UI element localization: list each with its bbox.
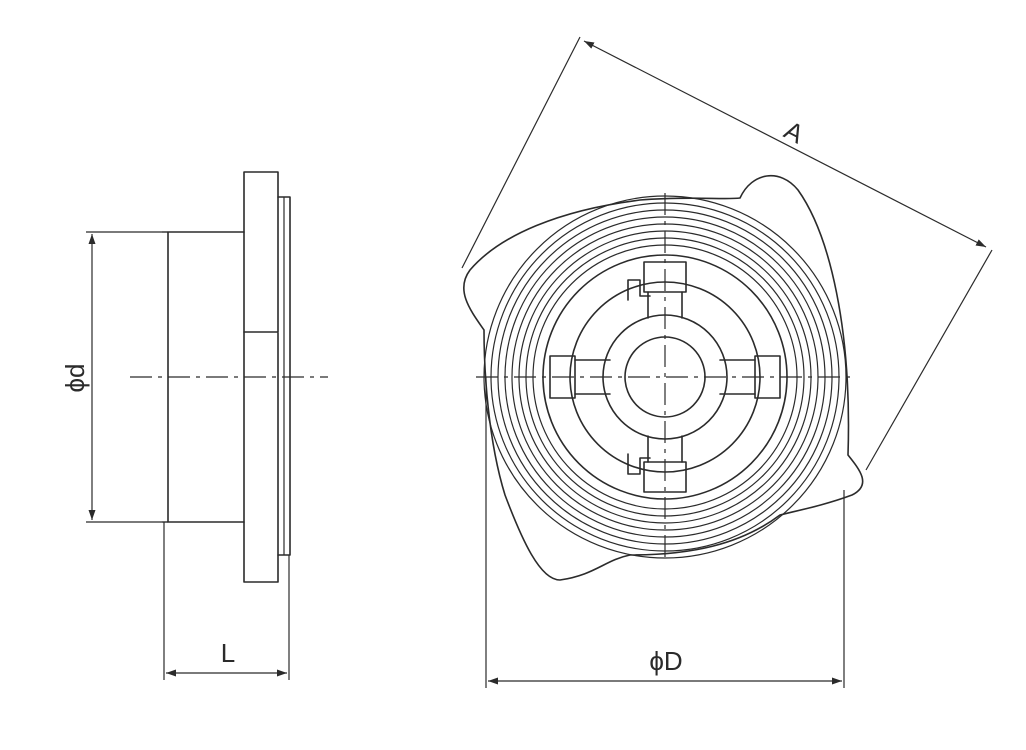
dimension-a: A — [461, 36, 993, 471]
side-flange-step — [243, 196, 279, 556]
label-diameter-d: ϕd — [60, 363, 90, 392]
side-view: ϕd L — [60, 171, 328, 680]
dimension-l: L — [163, 522, 290, 680]
front-body-lobes — [463, 175, 864, 581]
label-overall-a: A — [780, 115, 810, 150]
label-length: L — [221, 638, 235, 668]
label-diameter-large-d: ϕD — [649, 646, 682, 676]
front-view: ϕD A — [461, 36, 993, 688]
dimension-d: ϕd — [60, 231, 168, 523]
side-flange-outline — [243, 171, 291, 583]
dimension-large-d: ϕD — [485, 377, 845, 688]
